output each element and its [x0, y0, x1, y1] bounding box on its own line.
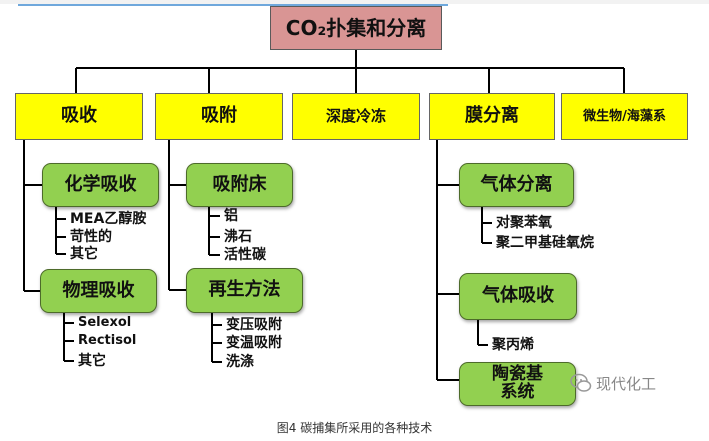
category-membrane-label: 膜分离: [465, 105, 519, 127]
category-bio-label: 微生物/海藻系: [583, 108, 666, 124]
leaf-bed-1: 铝: [224, 208, 238, 224]
category-adsorb: 吸附: [155, 93, 283, 140]
root-label: CO₂扑集和分离: [285, 15, 427, 40]
sub-adsorb-bed: 吸附床: [186, 163, 293, 207]
root-node: CO₂扑集和分离: [270, 6, 442, 50]
leaf-bed-3: 活性碳: [224, 247, 266, 263]
category-absorb: 吸收: [15, 93, 143, 140]
watermark-text: 现代化工: [596, 374, 657, 393]
leaf-phys-1: Selexol: [78, 315, 132, 330]
leaf-chem-2: 苛性的: [70, 229, 112, 245]
leaf-regen-2: 变温吸附: [226, 335, 282, 351]
leaf-regen-3: 洗涤: [226, 354, 254, 370]
sub-gas-absorb: 气体吸收: [459, 273, 577, 320]
sub-phys-absorb: 物理吸收: [40, 269, 157, 313]
sub-ceramic: 陶瓷基系统: [459, 362, 576, 406]
leaf-chem-1: MEA乙醇胺: [70, 211, 147, 227]
category-membrane: 膜分离: [429, 93, 555, 140]
figure-caption: 图4 碳捕集所采用的各种技术: [276, 421, 433, 435]
leaf-regen-1: 变压吸附: [226, 317, 282, 333]
sub-regen-label: 再生方法: [208, 279, 281, 301]
sub-chem-absorb-label: 化学吸收: [64, 173, 137, 195]
sub-ceramic-label: 陶瓷基系统: [492, 364, 543, 402]
leaf-bed-2: 沸石: [224, 229, 252, 245]
wechat-icon: [570, 373, 592, 392]
leaf-gassep-2: 聚二甲基硅氧烷: [496, 235, 594, 251]
sub-regen: 再生方法: [186, 268, 303, 313]
watermark: 现代化工: [570, 372, 656, 394]
sub-phys-absorb-label: 物理吸收: [62, 279, 135, 301]
leaf-phys-3: 其它: [78, 353, 106, 369]
leaf-gassep-1: 对聚苯氧: [496, 215, 552, 231]
category-cryo: 深度冷冻: [292, 93, 420, 140]
category-cryo-label: 深度冷冻: [325, 106, 386, 125]
sub-gas-sep-label: 气体分离: [480, 173, 553, 195]
sub-chem-absorb: 化学吸收: [42, 163, 159, 207]
leaf-gasabs-1: 聚丙烯: [492, 337, 534, 353]
sub-adsorb-bed-label: 吸附床: [212, 173, 267, 195]
category-adsorb-label: 吸附: [201, 105, 237, 127]
leaf-chem-3: 其它: [70, 246, 98, 262]
top-strip: [0, 0, 709, 4]
category-bio: 微生物/海藻系: [561, 93, 688, 140]
category-absorb-label: 吸收: [61, 105, 97, 127]
sub-gas-sep: 气体分离: [459, 163, 574, 207]
leaf-phys-2: Rectisol: [78, 333, 137, 348]
top-accent-line: [18, 4, 448, 6]
sub-gas-absorb-label: 气体吸收: [482, 285, 554, 307]
